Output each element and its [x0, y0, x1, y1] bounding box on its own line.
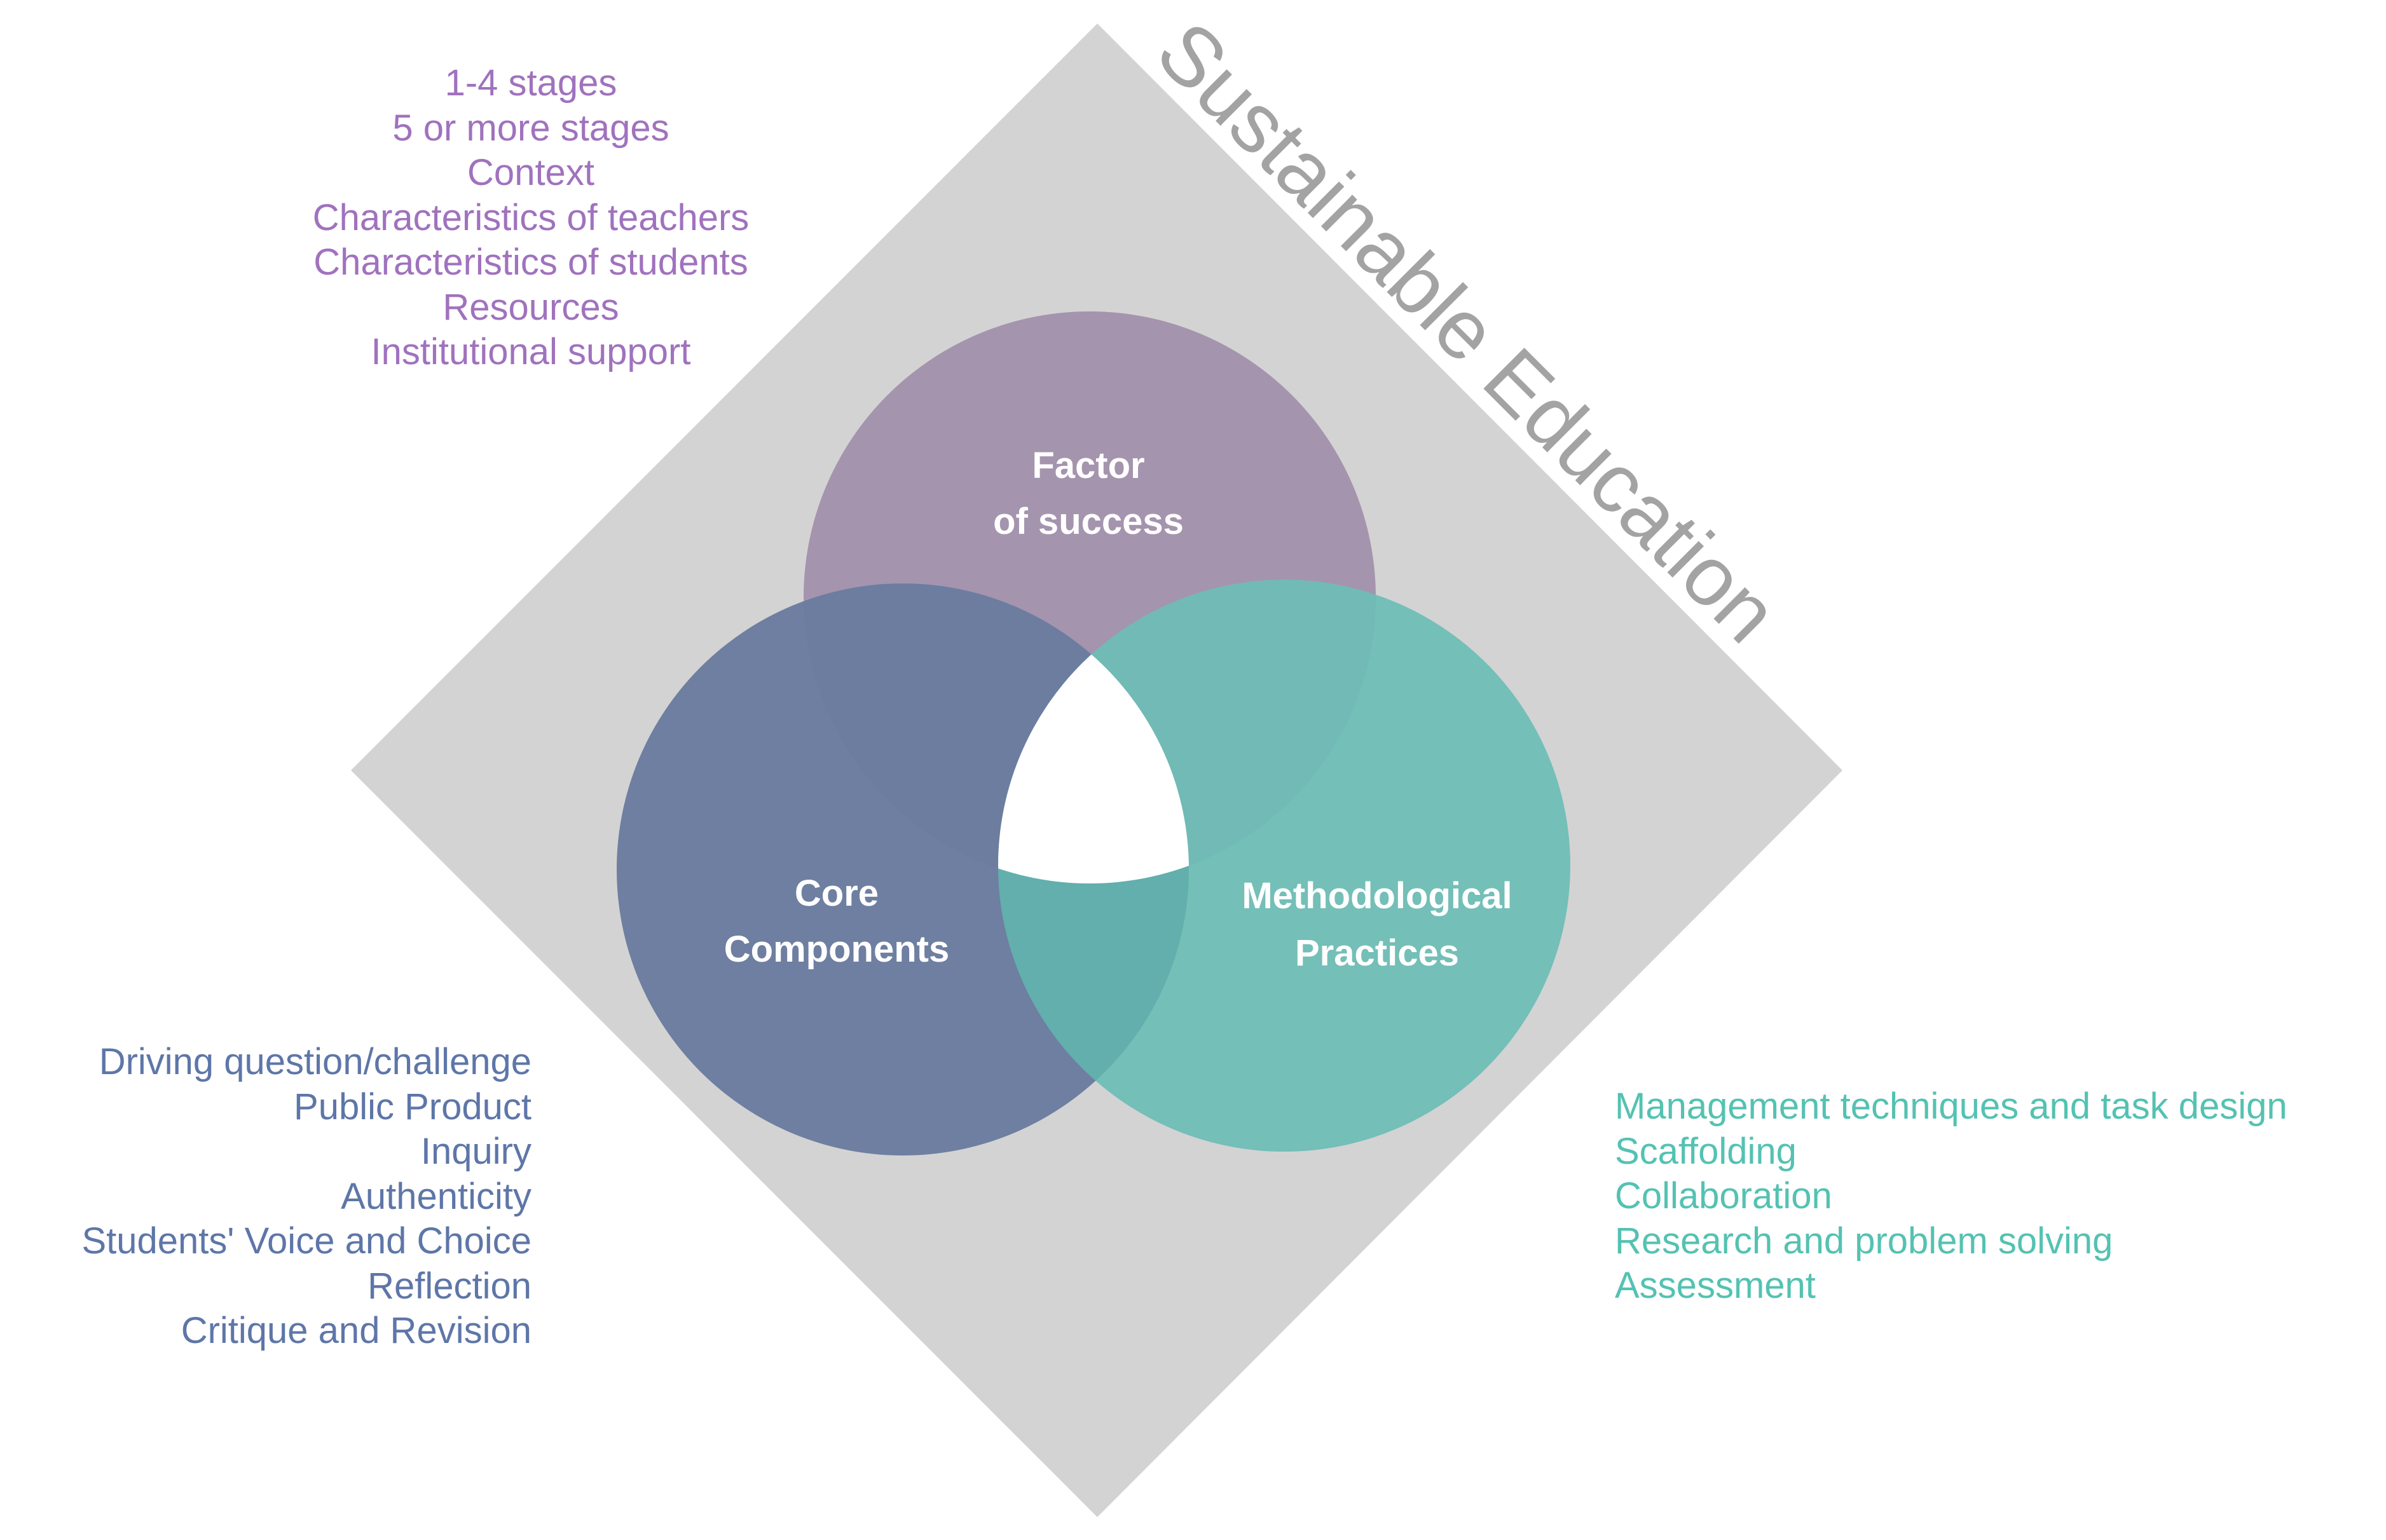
factor-item: Resources: [442, 286, 619, 328]
core-item: Inquiry: [420, 1131, 531, 1172]
factor-item: Institutional support: [371, 331, 691, 372]
core-item: Authenticity: [341, 1175, 531, 1217]
factor-item: Context: [467, 152, 594, 193]
factor-title-line2: of success: [993, 501, 1184, 542]
method-item: Research and problem solving: [1615, 1220, 2113, 1262]
factor-item: 5 or more stages: [392, 107, 669, 149]
method-title-line1: Methodological: [1242, 875, 1512, 917]
method-item: Collaboration: [1615, 1175, 1832, 1216]
factor-item: Characteristics of students: [313, 242, 748, 283]
core-item: Public Product: [294, 1086, 531, 1128]
method-title-line2: Practices: [1295, 932, 1459, 974]
factor-item: Characteristics of teachers: [312, 196, 750, 238]
method-item: Scaffolding: [1615, 1130, 1797, 1172]
method-item: Assessment: [1615, 1265, 1816, 1306]
core-components-list: Driving question/challenge Public Produc…: [81, 1040, 531, 1354]
core-item: Critique and Revision: [181, 1310, 531, 1351]
core-item: Reflection: [367, 1265, 531, 1307]
factor-of-success-list: 1-4 stages 5 or more stages Context Char…: [149, 61, 912, 375]
method-item: Management techniques and task design: [1615, 1086, 2287, 1127]
core-item: Students' Voice and Choice: [81, 1220, 531, 1262]
core-item: Driving question/challenge: [99, 1041, 531, 1082]
core-title-line2: Components: [724, 929, 949, 970]
core-title-line1: Core: [795, 873, 879, 914]
factor-title-line1: Factor: [1032, 445, 1144, 486]
factor-item: 1-4 stages: [444, 62, 617, 104]
methodological-practices-list: Management techniques and task design Sc…: [1615, 1084, 2287, 1309]
